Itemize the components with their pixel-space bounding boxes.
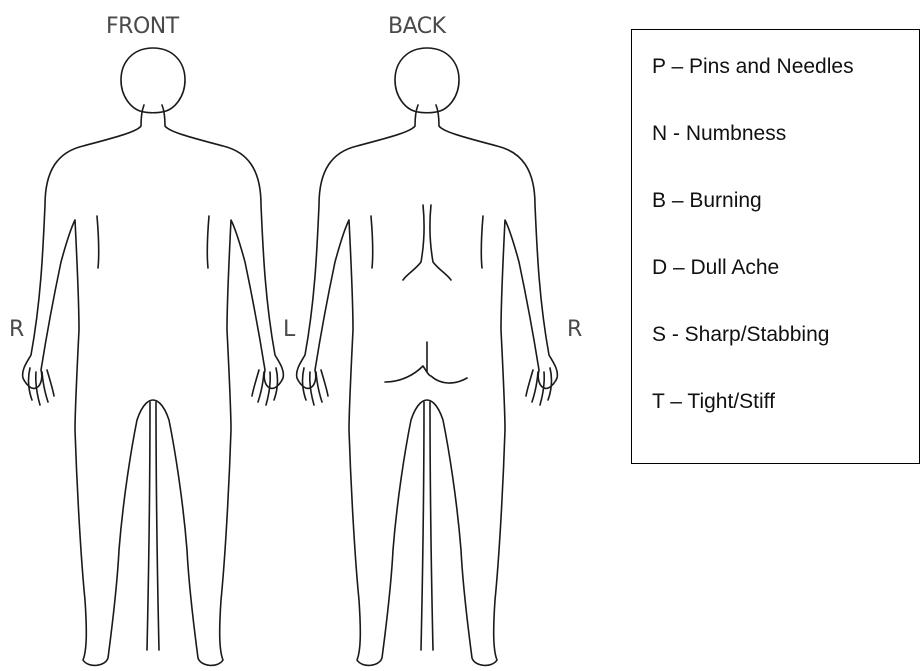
back-armpit-lines xyxy=(371,216,483,268)
back-body-figure xyxy=(297,48,558,665)
legend-item-tight-stiff: T – Tight/Stiff xyxy=(652,389,919,456)
front-head-outline xyxy=(121,48,185,113)
back-spine-lines xyxy=(403,205,451,280)
back-left-side-label: L xyxy=(283,317,296,342)
front-body-outline xyxy=(23,105,284,665)
front-armpit-lines xyxy=(97,216,209,268)
legend-item-burning: B – Burning xyxy=(652,188,919,255)
front-body-figure xyxy=(23,48,284,665)
back-head-outline xyxy=(395,48,459,113)
back-inner-leg-lines xyxy=(421,402,433,650)
back-right-side-label: R xyxy=(567,317,582,342)
back-buttock-lines xyxy=(385,342,467,383)
front-inner-leg-lines xyxy=(147,402,159,650)
legend-list: P – Pins and Needles N - Numbness B – Bu… xyxy=(632,30,919,456)
symptom-legend: P – Pins and Needles N - Numbness B – Bu… xyxy=(631,29,920,464)
legend-item-pins-and-needles: P – Pins and Needles xyxy=(652,54,919,121)
back-body-outline xyxy=(297,105,558,665)
legend-item-numbness: N - Numbness xyxy=(652,121,919,188)
legend-item-sharp-stabbing: S - Sharp/Stabbing xyxy=(652,322,919,389)
back-view-label: BACK xyxy=(388,14,447,39)
front-right-side-label: R xyxy=(9,317,24,342)
body-diagram: FRONT BACK R L R xyxy=(0,0,600,671)
front-view-label: FRONT xyxy=(106,14,180,39)
legend-item-dull-ache: D – Dull Ache xyxy=(652,255,919,322)
